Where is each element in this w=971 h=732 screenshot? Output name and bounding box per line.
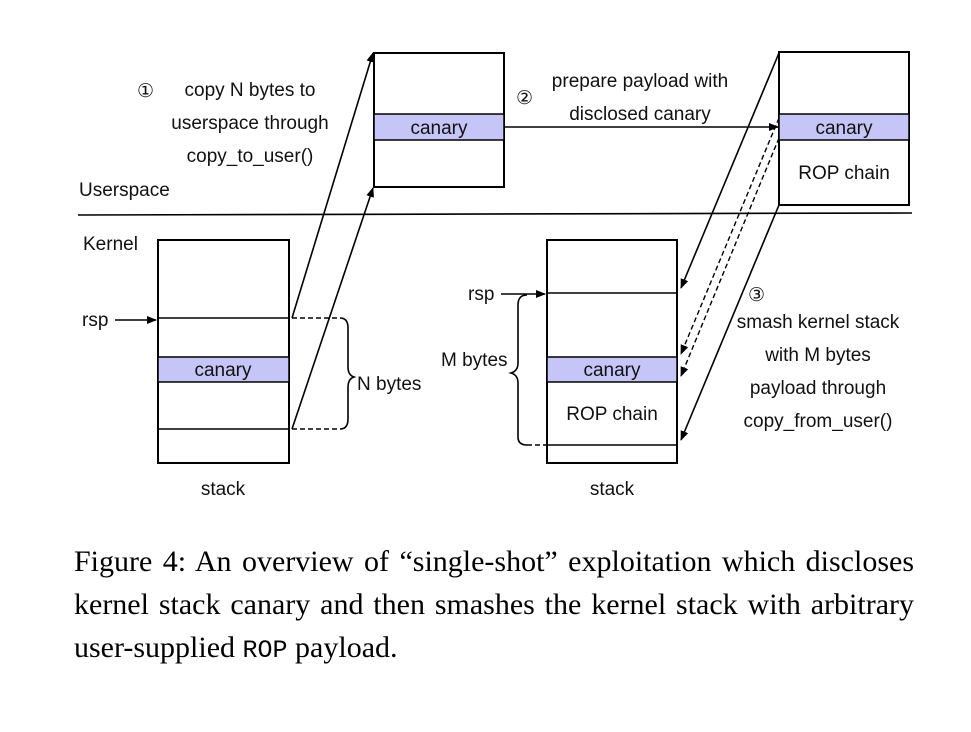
n-bytes-label: N bytes [357,374,421,395]
caption-rop-mono: ROP [242,636,288,665]
step3-line4: copy_from_user() [744,411,893,432]
step2-marker: ② [516,88,533,109]
right-stack-canary [546,356,678,383]
userspace-payload: canary ROP chain [778,51,910,206]
n-bytes-dashes [292,317,340,430]
right-canary-label: canary [583,360,641,381]
step1-line3: copy_to_user() [187,146,314,167]
right-rop-label: ROP chain [566,404,658,425]
kernel-label: Kernel [83,234,138,255]
left-stack-canary [157,356,290,383]
step3-line3: payload through [750,378,886,399]
userspace-kernel-divider [77,212,913,216]
userspace-buffer: canary [373,52,505,188]
right-rsp-label: rsp [468,284,494,305]
step3-canary-dashed-1 [680,117,780,355]
step3-line1: smash kernel stack [737,312,900,333]
step3-arrow-bottom [680,204,780,441]
payload-canary [778,113,910,141]
step3-marker: ③ [748,285,765,306]
step1-marker: ① [137,81,154,102]
step1-arrow-top [291,52,375,319]
m-bytes-brace [508,294,528,446]
step1-line2: userspace through [171,113,328,134]
m-bytes-label: M bytes [441,350,508,371]
userspace-buffer-canary-label: canary [410,118,468,139]
left-kernel-stack: canary [157,239,290,464]
payload-canary-label: canary [815,118,873,139]
figure-caption: Figure 4: An overview of “single-shot” e… [74,540,914,672]
caption-suffix: payload. [295,631,398,664]
left-canary-label: canary [194,360,252,381]
right-stack-label: stack [590,479,635,500]
step3-canary-dashed-2 [680,137,780,377]
step3-line2: with M bytes [764,345,871,366]
right-kernel-stack: canary ROP chain [546,239,678,464]
userspace-buffer-canary [373,113,505,141]
step2-line2: disclosed canary [569,104,711,125]
step2-line1: prepare payload with [552,71,728,92]
n-bytes-brace [339,317,357,430]
payload-rop-label: ROP chain [798,163,890,184]
step1-arrow-bottom [291,187,374,430]
caption-text: Figure 4: An overview of “single-shot” e… [74,545,914,664]
step1-line1: copy N bytes to [185,80,316,101]
step3-arrow-top [680,52,780,289]
left-stack-label: stack [201,479,246,500]
userspace-label: Userspace [79,180,170,201]
exploitation-diagram: Userspace Kernel canary stack rsp N byte… [77,51,913,500]
left-rsp-label: rsp [82,310,108,331]
